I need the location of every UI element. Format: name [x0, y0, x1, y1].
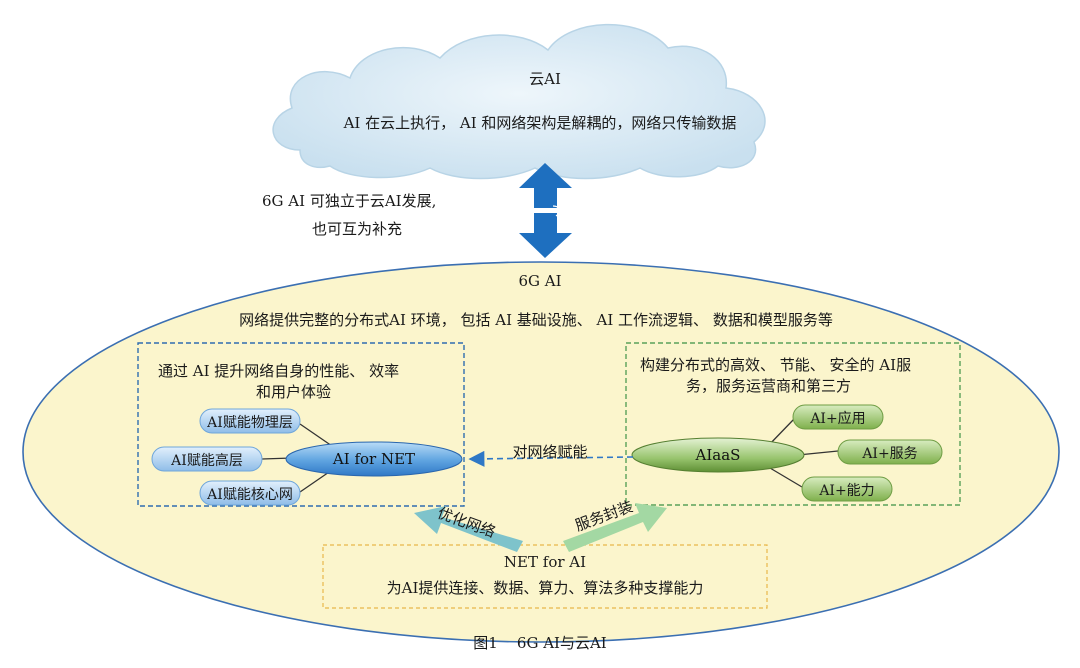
node-ai-higher-layer: AI赋能高层	[171, 453, 243, 469]
node-ai-service: AI+服务	[862, 446, 918, 462]
left-dashed-box	[137, 342, 465, 507]
link-text-line1: 6G AI 可独立于云AI发展,	[262, 192, 437, 210]
service-arrow	[563, 503, 667, 552]
figure-caption: 图1 6G AI与云AI	[473, 634, 607, 652]
ai-for-net-label: AI for NET	[332, 450, 416, 468]
link-text-line2: 也可互为补充	[312, 220, 403, 238]
bottom-dashed-box	[322, 544, 768, 609]
left-box-text-line2: 和用户体验	[256, 383, 332, 401]
6g-ai-ellipse	[22, 261, 1060, 643]
aiaas-oval	[631, 437, 805, 473]
node-ai-core-network: AI赋能核心网	[207, 487, 293, 503]
right-box-text-line1: 构建分布式的高效、 节能、 安全的 AI服	[640, 356, 912, 374]
ellipse-title: 6G AI	[518, 272, 562, 290]
ellipse-description: 网络提供完整的分布式AI 环境， 包括 AI 基础设施、 AI 工作流逻辑、 数…	[239, 311, 833, 329]
ai-for-net-oval	[285, 441, 463, 477]
bottom-box-description: 为AI提供连接、数据、算力、算法多种支撑能力	[386, 579, 704, 597]
right-pills	[792, 404, 943, 502]
left-pills	[151, 408, 301, 506]
dashed-arrow-label: 对网络赋能	[512, 443, 588, 461]
node-ai-capability: AI+能力	[819, 483, 875, 499]
node-ai-application: AI+应用	[810, 411, 866, 427]
aiaas-label: AIaaS	[695, 446, 741, 464]
cloud-description: AI 在云上执行， AI 和网络架构是解耦的，网络只传输数据	[343, 114, 737, 132]
cloud-title: 云AI	[529, 70, 561, 88]
dashed-arrow	[468, 450, 634, 467]
cloud-link-double-arrow	[519, 163, 572, 258]
node-ai-physical-layer: AI赋能物理层	[207, 415, 293, 431]
optimize-arrow	[414, 506, 523, 552]
right-box-text-line2: 务，服务运营商和第三方	[686, 377, 852, 395]
bottom-box-title: NET for AI	[503, 553, 587, 571]
cloud-shape	[272, 23, 766, 180]
left-box-text-line1: 通过 AI 提升网络自身的性能、 效率	[158, 362, 400, 380]
